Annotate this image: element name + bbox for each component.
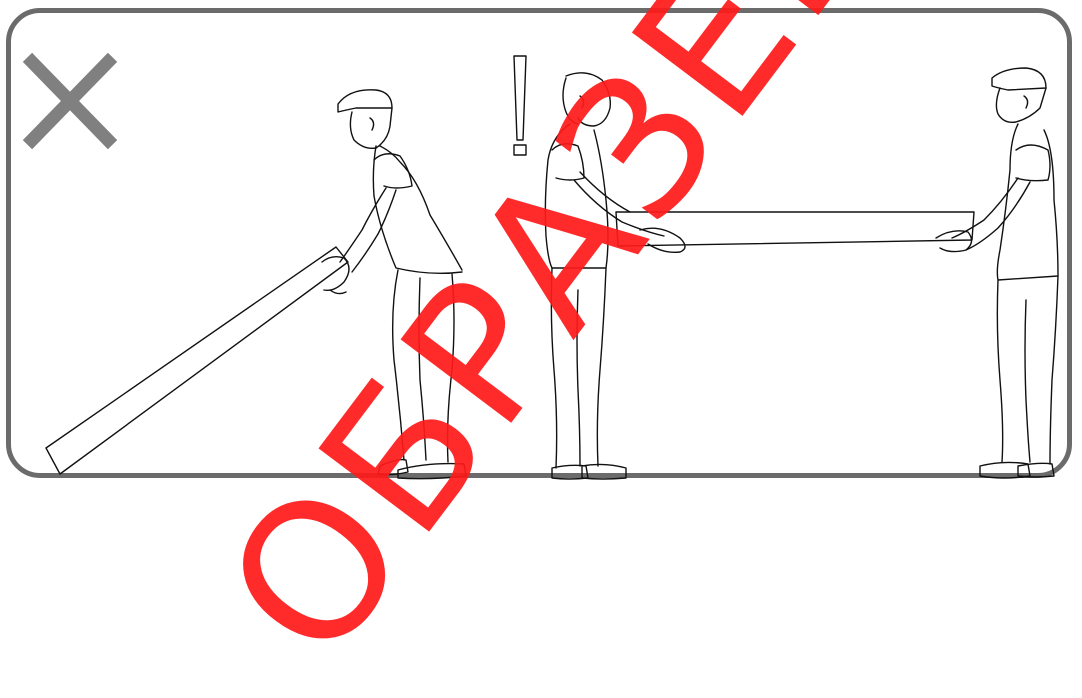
cross-icon [32, 62, 108, 140]
handling-instruction-illustration [0, 0, 1082, 486]
tilted-panel [46, 247, 348, 474]
carried-panel [616, 212, 974, 246]
caution-exclamation-icon [514, 56, 526, 155]
single-person-lifting-figure [46, 90, 466, 479]
two-person-carrying-figure [545, 68, 1058, 479]
